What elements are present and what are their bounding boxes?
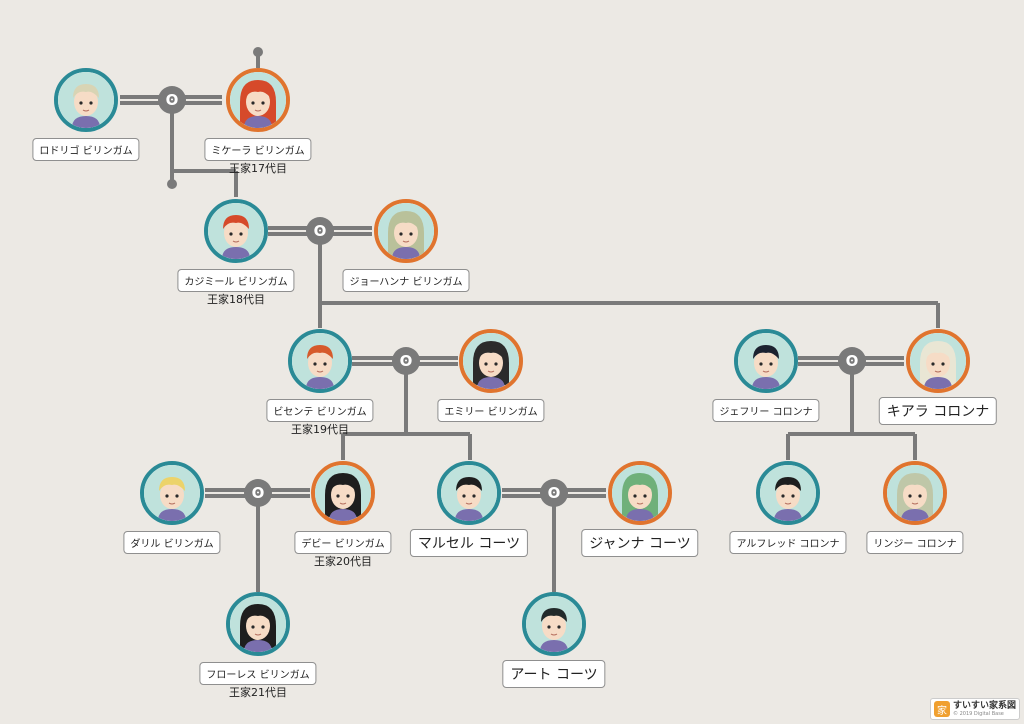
person-name: マルセル コーツ xyxy=(409,529,529,557)
avatar-face-icon xyxy=(292,333,348,389)
person-name: ロドリゴ ビリンガム xyxy=(32,138,140,161)
avatar[interactable] xyxy=(288,329,352,393)
avatar[interactable] xyxy=(608,461,672,525)
person-name: ビセンテ ビリンガム xyxy=(266,399,374,422)
avatar[interactable] xyxy=(906,329,970,393)
generation-label: 王家17代目 xyxy=(229,162,287,175)
logo-icon: 家 xyxy=(934,701,950,717)
avatar-face-icon xyxy=(230,72,286,128)
generation-label: 王家19代目 xyxy=(291,423,349,436)
marriage-ring-icon: ʘ xyxy=(392,347,420,375)
avatar-face-icon xyxy=(612,465,668,521)
ancestor-connector-dot xyxy=(253,47,263,57)
avatar[interactable] xyxy=(226,68,290,132)
avatar-face-icon xyxy=(463,333,519,389)
avatar-face-icon xyxy=(315,465,371,521)
avatar-face-icon xyxy=(441,465,497,521)
avatar[interactable] xyxy=(374,199,438,263)
person-name: ダリル ビリンガム xyxy=(123,531,221,554)
avatar-face-icon xyxy=(760,465,816,521)
app-logo: 家 すいすい家系図 © 2019 Digital Base xyxy=(930,698,1020,720)
avatar-face-icon xyxy=(230,596,286,652)
avatar-face-icon xyxy=(58,72,114,128)
avatar-face-icon xyxy=(910,333,966,389)
person-name: ジャンナ コーツ xyxy=(581,529,699,557)
descendant-connector-dot xyxy=(167,179,177,189)
person-name: ミケーラ ビリンガム xyxy=(204,138,312,161)
person-name: フローレス ビリンガム xyxy=(199,662,317,685)
avatar-face-icon xyxy=(738,333,794,389)
marriage-ring-icon: ʘ xyxy=(244,479,272,507)
avatar-face-icon xyxy=(526,596,582,652)
marriage-ring-icon: ʘ xyxy=(540,479,568,507)
avatar[interactable] xyxy=(883,461,947,525)
person-name: デビー ビリンガム xyxy=(294,531,392,554)
marriage-ring-icon: ʘ xyxy=(158,86,186,114)
avatar[interactable] xyxy=(204,199,268,263)
generation-label: 王家21代目 xyxy=(229,686,287,699)
avatar[interactable] xyxy=(734,329,798,393)
person-name: リンジー コロンナ xyxy=(866,531,964,554)
person-name: キアラ コロンナ xyxy=(878,397,998,425)
person-name: ジェフリー コロンナ xyxy=(712,399,820,422)
avatar[interactable] xyxy=(756,461,820,525)
avatar-face-icon xyxy=(378,203,434,259)
generation-label: 王家18代目 xyxy=(207,293,265,306)
avatar[interactable] xyxy=(522,592,586,656)
avatar-face-icon xyxy=(144,465,200,521)
person-name: アート コーツ xyxy=(502,660,606,688)
person-name: エミリー ビリンガム xyxy=(437,399,545,422)
marriage-ring-icon: ʘ xyxy=(306,217,334,245)
avatar-face-icon xyxy=(208,203,264,259)
avatar[interactable] xyxy=(226,592,290,656)
avatar-face-icon xyxy=(887,465,943,521)
logo-title: すいすい家系図 xyxy=(953,700,1017,711)
avatar[interactable] xyxy=(437,461,501,525)
avatar[interactable] xyxy=(140,461,204,525)
avatar[interactable] xyxy=(459,329,523,393)
person-name: アルフレッド コロンナ xyxy=(729,531,847,554)
marriage-ring-icon: ʘ xyxy=(838,347,866,375)
generation-label: 王家20代目 xyxy=(314,555,372,568)
person-name: ジョーハンナ ビリンガム xyxy=(342,269,470,292)
avatar[interactable] xyxy=(54,68,118,132)
logo-copyright: © 2019 Digital Base xyxy=(953,710,1004,717)
person-name: カジミール ビリンガム xyxy=(177,269,295,292)
avatar[interactable] xyxy=(311,461,375,525)
